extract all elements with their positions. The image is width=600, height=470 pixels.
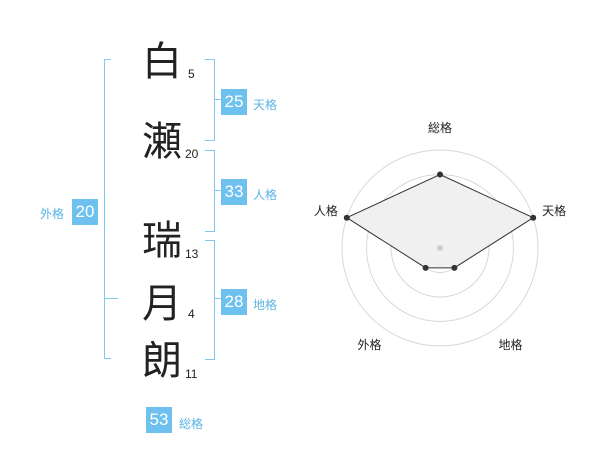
tenkaku-label: 天格 (253, 98, 278, 112)
soukaku-label: 総格 (179, 417, 204, 431)
radar-ring (341, 149, 539, 347)
radar-axis-label: 人格 (314, 203, 338, 218)
gaikaku-label: 外格 (40, 207, 65, 221)
stroke-count-2: 20 (185, 147, 199, 161)
gaikaku-bracket (104, 59, 111, 359)
name-char-3: 瑞 (142, 218, 182, 264)
radar-axis-label: 天格 (542, 203, 566, 218)
gaikaku-bracket-tick (104, 298, 118, 299)
stroke-count-1: 5 (188, 67, 195, 81)
stroke-count-5: 11 (185, 367, 198, 381)
radar-area (345, 173, 535, 269)
radar-point (530, 214, 537, 221)
radar-point (451, 264, 458, 271)
chikaku-bracket (205, 240, 215, 360)
radar-center-dot (437, 245, 443, 251)
radar-axis-label: 地格 (499, 337, 523, 352)
gaikaku-badge: 20 (72, 199, 98, 225)
jinkaku-tick (215, 190, 221, 191)
tenkaku-bracket (205, 59, 215, 141)
jinkaku-badge: 33 (221, 179, 247, 205)
jinkaku-label: 人格 (253, 188, 278, 202)
radar-axis-label: 総格 (428, 120, 452, 135)
chikaku-badge: 28 (221, 289, 247, 315)
name-char-4: 月 (142, 281, 182, 327)
jinkaku-bracket (205, 150, 215, 232)
soukaku-badge: 53 (146, 407, 172, 433)
radar-point (343, 214, 350, 221)
stroke-count-3: 13 (185, 247, 199, 261)
chikaku-tick (215, 298, 221, 299)
radar-point (437, 171, 443, 178)
radar-axis-label: 外格 (357, 337, 381, 352)
stroke-count-4: 4 (188, 307, 195, 321)
name-char-2: 瀬 (142, 119, 182, 165)
chikaku-label: 地格 (253, 298, 278, 312)
tenkaku-badge: 25 (221, 89, 247, 115)
tenkaku-tick (215, 99, 221, 100)
name-char-5: 朗 (142, 338, 182, 384)
name-char-1: 白 (142, 39, 182, 85)
radar-point (422, 264, 429, 271)
